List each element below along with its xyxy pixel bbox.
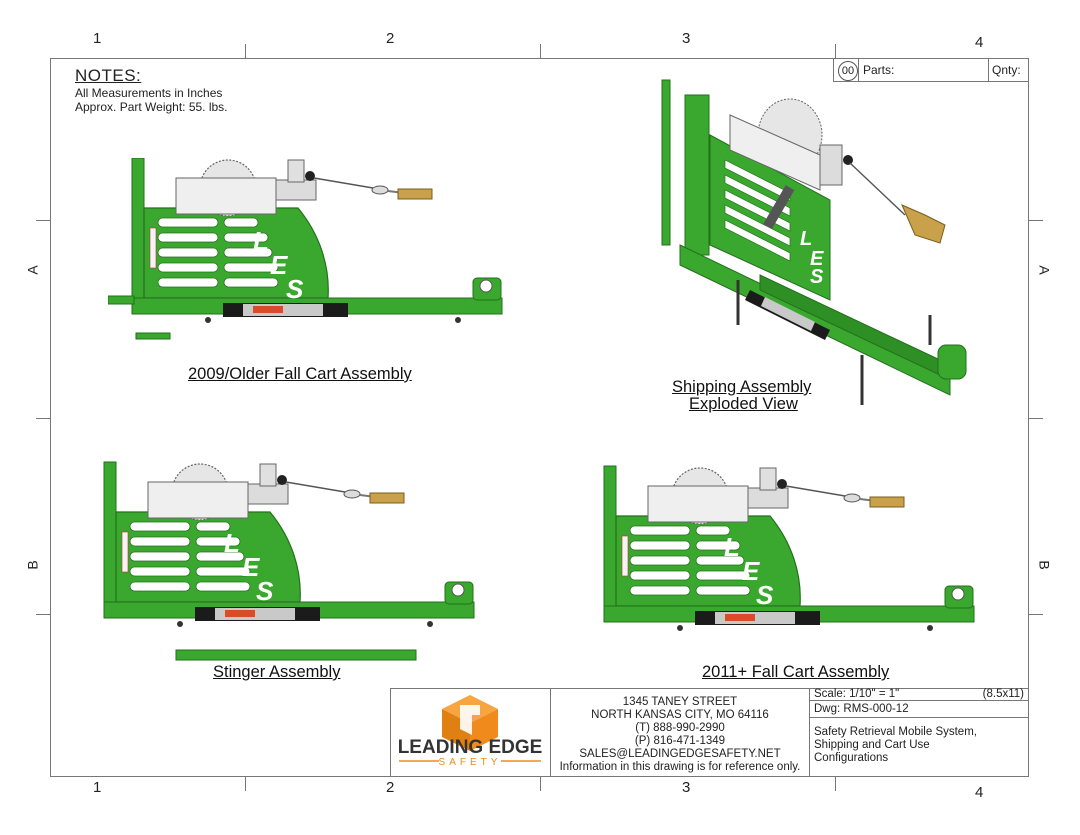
caption-shipping-line1: Shipping Assembly [672, 378, 812, 396]
les-letter-s: S [256, 576, 274, 606]
company-phone-t: (T) 888-990-2990 [635, 722, 725, 734]
les-letter-l: L [253, 226, 269, 256]
zone-col-bottom-2: 2 [386, 779, 395, 796]
zone-row-right-b: B [1036, 560, 1053, 570]
les-letter-l: L [224, 528, 240, 558]
zone-col-top-1: 1 [93, 30, 102, 47]
les-letter-l: L [724, 532, 740, 562]
logo-brand-text: LEADING EDGE [398, 737, 543, 758]
zone-tick [245, 777, 246, 791]
les-letter-s: S [756, 580, 774, 610]
zone-tick [1029, 614, 1043, 615]
view-new-cart: L E S [596, 436, 1016, 656]
notes-line-weight: Approx. Part Weight: 55. lbs. [75, 100, 228, 114]
title-block-dwg-cell: Dwg: RMS-000-12 [809, 700, 1029, 718]
drawing-title-line-2: Shipping and Cart Use [814, 739, 930, 751]
qty-label: Qnty: [992, 63, 1021, 77]
view-shipping-exploded: L E S [640, 75, 970, 420]
company-phone-p: (P) 816-471-1349 [634, 735, 726, 747]
qty-divider [988, 59, 989, 81]
zone-col-bottom-3: 3 [682, 779, 691, 796]
zone-col-top-2: 2 [386, 30, 395, 47]
zone-col-bottom-4: 4 [975, 784, 984, 801]
zone-tick [1029, 418, 1043, 419]
item-balloon: 00 [838, 61, 858, 81]
zone-tick [835, 777, 836, 791]
older-cart-drawing: L E S [107, 157, 503, 340]
drawing-title-line-1: Safety Retrieval Mobile System, [814, 726, 977, 738]
zone-tick [835, 44, 836, 58]
title-block-description-cell: Safety Retrieval Mobile System, Shipping… [809, 717, 1029, 777]
company-email: SALES@LEADINGEDGESAFETY.NET [579, 748, 781, 760]
zone-row-left-a: A [24, 265, 41, 275]
zone-tick [36, 220, 50, 221]
caption-new-cart: 2011+ Fall Cart Assembly [702, 663, 890, 681]
title-block-address-cell: 1345 TANEY STREET NORTH KANSAS CITY, MO … [550, 688, 810, 777]
zone-tick [36, 614, 50, 615]
les-letter-s: S [810, 266, 824, 288]
notes-line-measurements: All Measurements in Inches [75, 86, 223, 100]
notes-title: NOTES: [75, 66, 142, 85]
drawing-paper-size: (8.5x11) [982, 688, 1024, 700]
zone-tick [1029, 220, 1043, 221]
les-letter-e: E [810, 248, 824, 270]
zone-row-right-a: A [1036, 265, 1053, 275]
les-letter-e: E [742, 556, 760, 586]
zone-col-top-4: 4 [975, 34, 984, 51]
les-letter-e: E [270, 250, 288, 280]
zone-tick [36, 418, 50, 419]
notes-block: NOTES: All Measurements in Inches Approx… [75, 66, 228, 114]
zone-tick [540, 777, 541, 791]
stinger-drawing: L E S [103, 461, 475, 661]
leading-edge-logo: LEADING EDGE SAFETY [398, 695, 543, 768]
drawing-scale: Scale: 1/10" = 1" [814, 688, 900, 700]
logo-tagline-text: SAFETY [439, 757, 502, 768]
view-stinger: L E S [96, 432, 516, 672]
zone-tick [245, 44, 246, 58]
zone-row-left-b: B [24, 560, 41, 570]
les-letter-s: S [286, 274, 304, 304]
company-street: 1345 TANEY STREET [622, 696, 738, 708]
view-older-cart: L E S [107, 157, 528, 363]
drawing-disclaimer: Information in this drawing is for refer… [559, 761, 801, 773]
zone-col-top-3: 3 [682, 30, 691, 47]
les-letter-l: L [800, 228, 812, 250]
caption-stinger: Stinger Assembly [213, 663, 341, 681]
drawing-number: Dwg: RMS-000-12 [814, 703, 909, 715]
zone-tick [540, 44, 541, 58]
les-letter-e: E [242, 552, 260, 582]
caption-older-cart: 2009/Older Fall Cart Assembly [188, 365, 412, 383]
caption-shipping-line2: Exploded View [689, 395, 798, 413]
drawing-title-line-3: Configurations [814, 752, 889, 764]
parts-divider [858, 59, 859, 81]
parts-label: Parts: [863, 63, 895, 77]
zone-col-bottom-1: 1 [93, 779, 102, 796]
parts-table: 00 Parts: Qnty: [833, 58, 1029, 82]
new-cart-drawing: L E S [603, 465, 975, 632]
title-block-logo-cell: LEADING EDGE SAFETY [390, 688, 551, 777]
shipping-exploded-drawing: L E S [661, 79, 967, 405]
company-city: NORTH KANSAS CITY, MO 64116 [591, 709, 769, 721]
